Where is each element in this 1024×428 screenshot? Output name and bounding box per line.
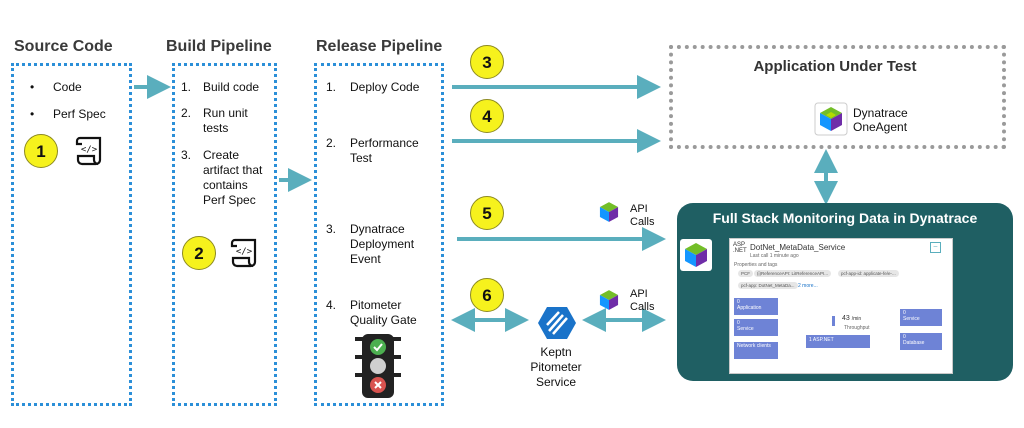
step-badge-3: 3 <box>470 45 504 79</box>
svg-text:</>: </> <box>236 247 253 257</box>
aspnet-service-bar[interactable]: 1 ASP.NET <box>806 335 870 348</box>
release-step-quality-gate: Pitometer Quality Gate <box>350 298 417 327</box>
source-bullet-2: • <box>30 107 35 121</box>
release-step-num-1: 1. <box>326 80 337 94</box>
tag-pill: pcf-app: DotNet_MetaDa... <box>738 282 798 289</box>
build-pipeline-title: Build Pipeline <box>166 38 272 55</box>
api-calls-label: API Calls <box>630 203 655 228</box>
release-pipeline-box <box>314 63 444 406</box>
release-step-num-3: 3. <box>326 222 337 236</box>
svg-text:</>: </> <box>81 145 98 155</box>
source-item-perf-spec: Perf Spec <box>53 107 106 121</box>
step-badge-5: 5 <box>470 196 504 230</box>
code-scroll-icon: </> <box>230 238 257 268</box>
release-step-num-2: 2. <box>326 136 337 150</box>
source-bullet-1: • <box>30 80 35 94</box>
release-step-deploy: Deploy Code <box>350 80 420 94</box>
more-tags-link[interactable]: 2 more... <box>798 283 818 289</box>
source-code-title: Source Code <box>14 38 113 55</box>
step-badge-1: 1 <box>24 134 58 168</box>
step-badge-6: 6 <box>470 278 504 312</box>
keptn-logo-icon <box>538 307 576 339</box>
tag-pill: (i)ReferenceAPI: LiIReferenceAPI... <box>754 270 832 277</box>
aut-title: Application Under Test <box>753 58 917 75</box>
step-badge-4: 4 <box>470 99 504 133</box>
step-badge-2: 2 <box>182 236 216 270</box>
build-step-num-1: 1. <box>181 80 192 94</box>
properties-tags-label: Properties and tags <box>734 262 778 268</box>
tag-pill: PCF <box>738 270 753 277</box>
monitoring-title: Full Stack Monitoring Data in Dynatrace <box>712 210 978 226</box>
source-item-code: Code <box>53 80 82 94</box>
traffic-light-icon <box>355 334 401 398</box>
build-step-num-3: 3. <box>181 148 192 162</box>
build-step-1: Build code <box>203 80 260 94</box>
oneagent-label: Dynatrace OneAgent <box>853 106 908 134</box>
throughput-bar <box>832 316 835 326</box>
asp-net-logo: ASP .NET <box>733 242 747 254</box>
source-code-box <box>11 63 132 406</box>
dynatrace-logo-icon <box>814 102 848 136</box>
throughput-value: 43 /min <box>842 315 862 322</box>
dynatrace-service-screenshot: ASP .NET DotNet_MetaData_Service Last ca… <box>729 238 953 374</box>
application-under-test-box <box>669 45 1006 149</box>
build-step-2: Run unit tests <box>203 106 248 135</box>
api-calls-label: API Calls <box>630 288 655 313</box>
collapse-button[interactable]: – <box>930 242 941 253</box>
dynatrace-logo-icon <box>599 202 619 222</box>
service-name: DotNet_MetaData_Service <box>750 243 846 252</box>
build-pipeline-box <box>172 63 277 406</box>
dynatrace-logo-icon <box>680 239 712 271</box>
release-step-perf-test: Performance Test <box>350 136 419 165</box>
code-scroll-icon: </> <box>75 136 102 166</box>
dynatrace-logo-icon <box>599 290 619 310</box>
release-pipeline-title: Release Pipeline <box>316 38 443 55</box>
release-step-deployment-event: Dynatrace Deployment Event <box>350 222 415 266</box>
last-call: Last call 1 minute ago <box>750 253 799 259</box>
keptn-label: Keptn Pitometer Service <box>530 345 582 389</box>
release-step-num-4: 4. <box>326 298 337 312</box>
build-step-num-2: 2. <box>181 106 192 120</box>
tag-pill: pcf-app-id: applicate-fe/e-... <box>838 270 899 277</box>
network-clients-tile[interactable]: Network clients <box>734 342 778 359</box>
throughput-label: Throughput <box>844 325 870 331</box>
build-step-3: Create artifact that contains Perf Spec <box>203 148 263 207</box>
